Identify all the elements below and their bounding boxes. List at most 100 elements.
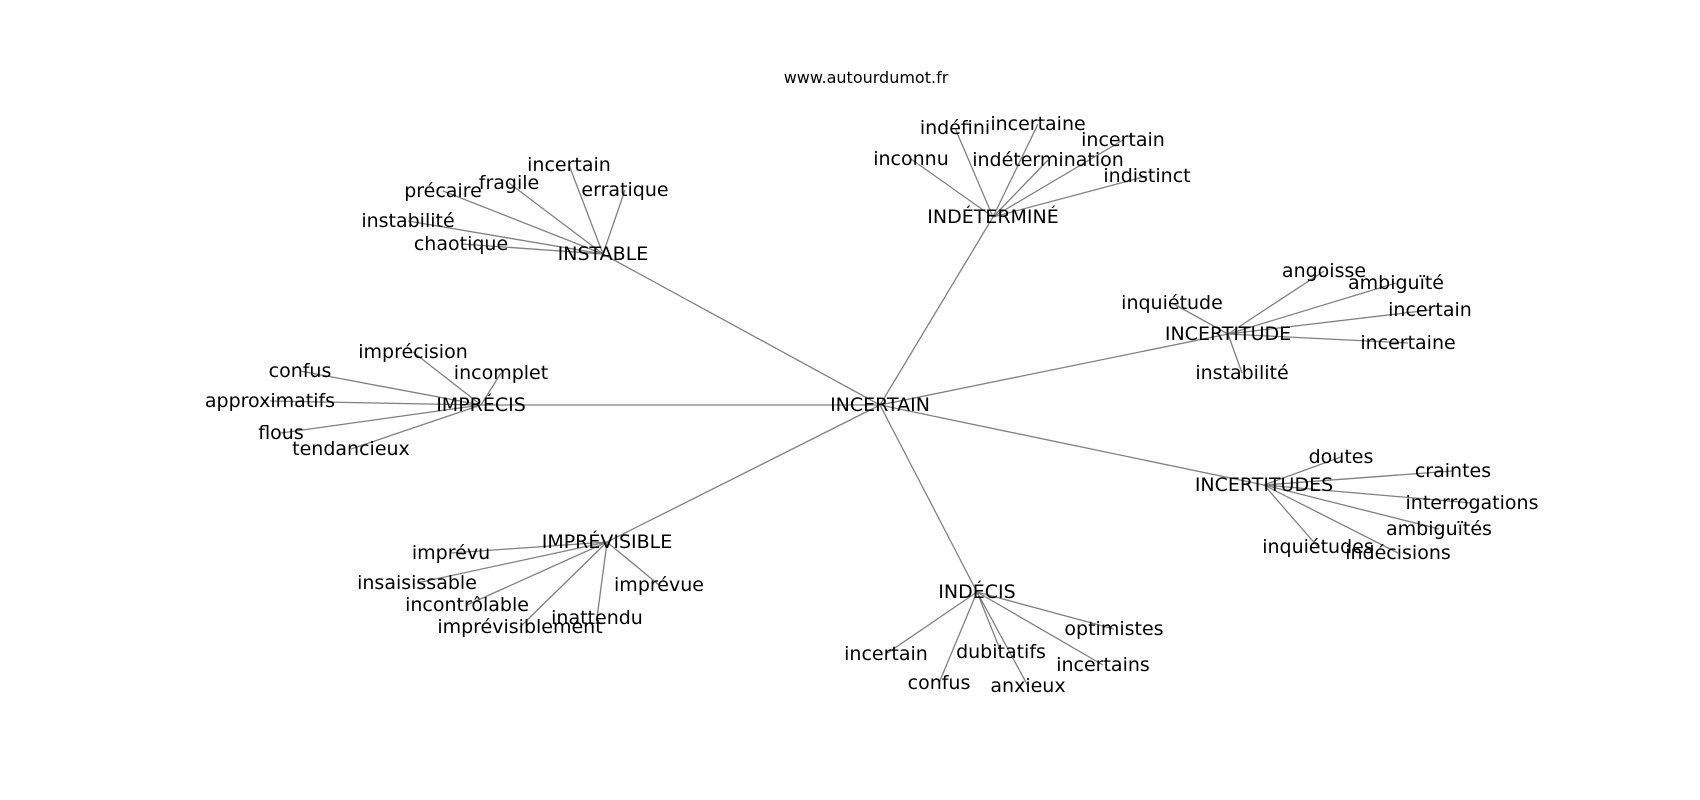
edge-group-to-leaf — [450, 541, 608, 554]
edge-group-to-leaf — [1263, 484, 1319, 548]
edge-group-to-leaf — [519, 541, 608, 628]
edge-center-to-group — [879, 333, 1229, 406]
leaf-node[interactable]: incontrôlable — [405, 594, 529, 616]
edge-group-to-leaf — [568, 164, 604, 255]
edge-center-to-group — [879, 404, 1265, 486]
edge-group-to-leaf — [442, 190, 604, 255]
edge-group-to-leaf — [976, 591, 1115, 630]
leaf-node[interactable]: instabilité — [1195, 362, 1288, 384]
center-node[interactable]: INCERTAIN — [830, 394, 930, 416]
leaf-node[interactable]: précaire — [404, 180, 482, 202]
edge-group-to-leaf — [1263, 484, 1473, 504]
leaf-node[interactable]: incomplet — [454, 362, 548, 384]
leaf-node[interactable]: dubitatifs — [956, 641, 1046, 663]
leaf-node[interactable]: incertaine — [1360, 332, 1455, 354]
group-node[interactable]: INDÉCIS — [938, 580, 1015, 603]
edge-center-to-group — [602, 253, 881, 406]
edge-group-to-leaf — [938, 591, 978, 684]
edge-group-to-leaf — [407, 220, 604, 255]
edge-center-to-group — [879, 216, 994, 406]
leaf-node[interactable]: flous — [258, 422, 304, 444]
edge-group-to-leaf — [992, 139, 1124, 218]
edge-group-to-leaf — [992, 175, 1148, 218]
labels-layer: www.autourdumot.fr INCERTAIN INDÉTERMINÉ i… — [205, 68, 1539, 697]
leaf-node[interactable]: indétermination — [972, 149, 1124, 171]
leaf-node[interactable]: inquiétudes — [1262, 536, 1374, 558]
edge-group-to-leaf — [976, 591, 1104, 666]
leaf-node[interactable]: approximatifs — [205, 390, 335, 412]
edge-group-to-leaf — [1227, 270, 1325, 335]
leaf-node[interactable]: imprévu — [412, 542, 490, 564]
group-node[interactable]: INSTABLE — [558, 243, 649, 265]
leaf-node[interactable]: incertain — [1081, 129, 1165, 151]
leaf-node[interactable]: indistinct — [1103, 165, 1190, 187]
edge-center-to-group — [879, 404, 978, 593]
edge-group-to-leaf — [992, 123, 1039, 218]
edge-center-to-group — [606, 404, 881, 543]
edge-group-to-leaf — [412, 351, 482, 406]
leaf-node[interactable]: imprévisiblement — [437, 616, 602, 638]
edge-group-to-leaf — [460, 243, 604, 255]
leaf-node[interactable]: indéfini — [920, 117, 990, 139]
leaf-node[interactable]: doutes — [1309, 446, 1374, 468]
leaf-node[interactable]: incertain — [527, 154, 611, 176]
edge-group-to-leaf — [606, 541, 660, 586]
edge-group-to-leaf — [350, 404, 482, 450]
edge-group-to-leaf — [1171, 302, 1229, 335]
leaf-node[interactable]: imprécision — [358, 341, 468, 363]
group-node[interactable]: IMPRÉVISIBLE — [542, 530, 673, 553]
leaf-node[interactable]: confus — [269, 360, 332, 382]
edge-group-to-leaf — [910, 158, 994, 218]
leaf-node[interactable]: erratique — [581, 179, 668, 201]
edge-group-to-leaf — [976, 591, 1029, 687]
edge-group-to-leaf — [885, 591, 978, 655]
edge-group-to-leaf — [480, 372, 502, 406]
edge-group-to-leaf — [1263, 484, 1399, 554]
edge-group-to-leaf — [1263, 456, 1342, 486]
leaf-node[interactable]: fragile — [479, 172, 539, 194]
edges-layer — [269, 123, 1473, 687]
edge-group-to-leaf — [596, 541, 608, 619]
leaf-node[interactable]: inattendu — [551, 607, 643, 629]
group-node[interactable]: INCERTITUDES — [1195, 474, 1333, 496]
leaf-node[interactable]: anxieux — [990, 675, 1065, 697]
leaf-node[interactable]: inquiétude — [1121, 292, 1223, 314]
leaf-node[interactable]: incertains — [1056, 654, 1150, 676]
leaf-node[interactable]: insaisissable — [357, 572, 477, 594]
leaf-node[interactable]: tendancieux — [292, 438, 410, 460]
edge-group-to-leaf — [1263, 470, 1454, 486]
edge-group-to-leaf — [416, 541, 608, 584]
edge-group-to-leaf — [269, 400, 482, 406]
edge-group-to-leaf — [1263, 484, 1440, 530]
group-node[interactable]: INCERTITUDE — [1165, 323, 1291, 345]
leaf-node[interactable]: angoisse — [1282, 260, 1366, 282]
leaf-node[interactable]: ambiguïté — [1348, 272, 1444, 294]
leaf-node[interactable]: ambiguïtés — [1386, 518, 1492, 540]
leaf-node[interactable]: inconnu — [873, 148, 949, 170]
edge-group-to-leaf — [954, 127, 994, 218]
leaf-node[interactable]: incertaine — [990, 113, 1085, 135]
group-node[interactable]: IMPRÉCIS — [436, 393, 526, 416]
edge-group-to-leaf — [466, 541, 608, 606]
leaf-node[interactable]: chaotique — [414, 233, 508, 255]
source-watermark[interactable]: www.autourdumot.fr — [784, 68, 949, 87]
group-node[interactable]: INDÉTERMINÉ — [927, 205, 1058, 228]
edge-group-to-leaf — [992, 159, 1049, 218]
leaf-node[interactable]: incertain — [844, 643, 928, 665]
edge-group-to-leaf — [280, 404, 482, 434]
leaf-node[interactable]: instabilité — [361, 210, 454, 232]
leaf-node[interactable]: craintes — [1415, 460, 1491, 482]
leaf-node[interactable]: interrogations — [1406, 492, 1539, 514]
edge-group-to-leaf — [1227, 333, 1409, 344]
leaf-node[interactable]: imprévue — [614, 574, 704, 596]
edge-group-to-leaf — [602, 189, 626, 255]
leaf-node[interactable]: indécisions — [1345, 542, 1451, 564]
leaf-node[interactable]: optimistes — [1064, 618, 1163, 640]
edge-group-to-leaf — [1227, 309, 1431, 335]
edge-group-to-leaf — [976, 591, 1002, 653]
edge-group-to-leaf — [299, 370, 482, 406]
leaf-node[interactable]: confus — [908, 672, 971, 694]
leaf-node[interactable]: incertain — [1388, 299, 1472, 321]
edge-group-to-leaf — [508, 182, 604, 255]
